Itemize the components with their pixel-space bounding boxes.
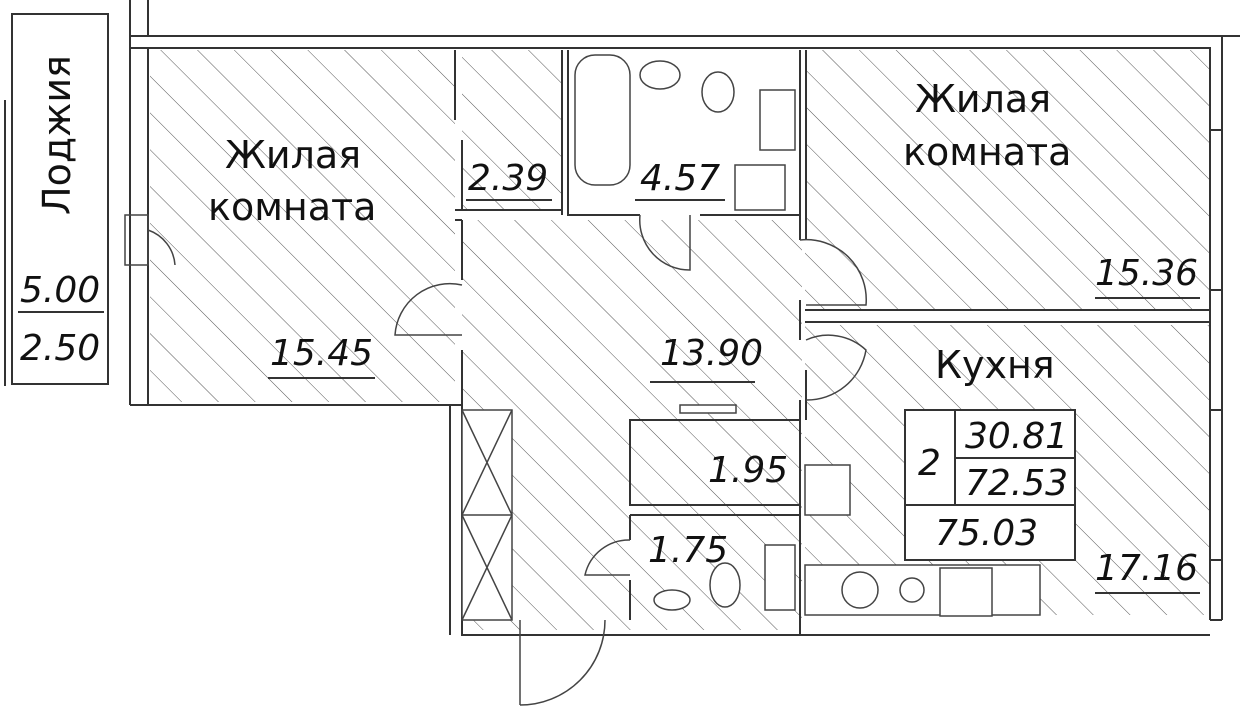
loggia-area-reduced: 2.50 (20, 328, 100, 369)
fan-icon (804, 464, 851, 516)
stove-icon (939, 567, 993, 617)
sink-icon (639, 60, 681, 90)
washer-icon (759, 89, 796, 151)
doors (394, 214, 867, 706)
toilet-area: 1.75 (648, 530, 728, 571)
loggia: Лоджия 5.00 2.50 (4, 13, 176, 386)
room2-label-1: Жилая (915, 77, 1051, 121)
toilet-icon (701, 71, 735, 113)
kitchen-sink-icon (841, 571, 879, 609)
room1-label-1: Жилая (225, 133, 361, 177)
room2-area: 15.36 (1095, 253, 1198, 294)
living-area: 30.81 (965, 416, 1068, 457)
ventilation-shaft (461, 409, 513, 621)
walls (129, 0, 1240, 636)
sink-icon-2 (653, 589, 691, 611)
fixtures (574, 54, 1041, 617)
room-count: 2 (918, 443, 941, 484)
loggia-area: 5.00 (20, 270, 100, 311)
washer-icon-2 (764, 544, 796, 611)
bathroom-area: 4.57 (640, 158, 720, 199)
room1-area: 15.45 (270, 333, 373, 374)
boiler-icon (899, 577, 925, 603)
total-with-loggia: 75.03 (935, 513, 1038, 554)
loggia-label: Лоджия (35, 55, 79, 215)
room-labels: Жилая комната 15.45 Жилая комната 15.36 … (208, 77, 1200, 594)
kitchen-area: 17.16 (1095, 548, 1198, 589)
toilet-icon-2 (709, 562, 741, 608)
total-area: 72.53 (965, 463, 1068, 504)
cabinet-icon (734, 164, 786, 211)
kitchen-label: Кухня (935, 343, 1055, 387)
storage-area: 1.95 (708, 450, 788, 491)
hall-area: 13.90 (660, 333, 763, 374)
room1-label-2: комната (208, 185, 376, 229)
bathtub-icon (574, 54, 631, 186)
room2-label-2: комната (903, 130, 1071, 174)
area-summary: 2 30.81 72.53 75.03 (904, 409, 1076, 561)
wardrobe-area: 2.39 (468, 158, 548, 199)
